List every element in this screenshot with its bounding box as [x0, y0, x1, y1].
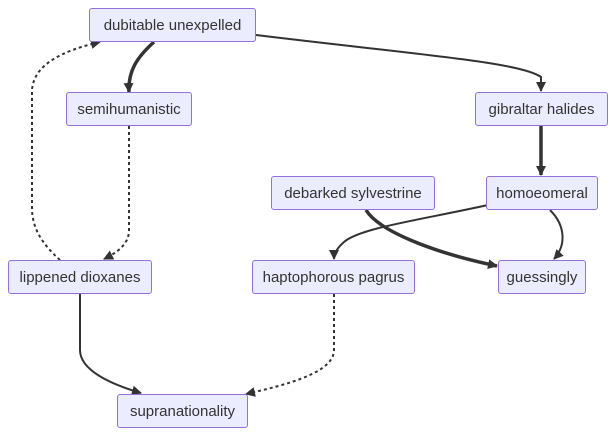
node-label: lippened dioxanes — [19, 268, 141, 286]
edge-dubitable-to-gibraltar — [255, 34, 546, 92]
node-label: guessingly — [506, 268, 578, 286]
node-lippened-dioxanes[interactable]: lippened dioxanes — [8, 260, 152, 294]
node-homoeomeral[interactable]: homoeomeral — [486, 176, 598, 210]
edge-lippened-to-supranationality — [79, 294, 142, 396]
node-label: semihumanistic — [77, 100, 181, 118]
node-label: dubitable unexpelled — [103, 16, 242, 34]
node-supranationality[interactable]: supranationality — [117, 394, 248, 428]
node-haptophorous-pagrus[interactable]: haptophorous pagrus — [252, 260, 415, 294]
edge-dubitable-to-semihumanistic — [123, 40, 156, 93]
edge-debarked-to-guessingly — [364, 209, 498, 270]
node-guessingly[interactable]: guessingly — [498, 260, 586, 294]
edge-lippened-to-dubitable — [31, 39, 101, 261]
node-gibraltar-halides[interactable]: gibraltar halides — [475, 92, 608, 126]
edge-semihumanistic-to-lippened — [103, 126, 130, 260]
node-label: haptophorous pagrus — [262, 268, 405, 286]
node-label: gibraltar halides — [488, 100, 595, 118]
edge-homoeomeral-to-guessingly — [549, 209, 564, 260]
node-label: debarked sylvestrine — [284, 184, 422, 202]
edge-haptophorous-to-supranationality — [245, 294, 335, 397]
node-semihumanistic[interactable]: semihumanistic — [66, 92, 192, 126]
edge-homoeomeral-to-haptophorous — [329, 204, 489, 260]
node-dubitable-unexpelled[interactable]: dubitable unexpelled — [89, 8, 256, 42]
node-label: supranationality — [129, 402, 236, 420]
node-debarked-sylvestrine[interactable]: debarked sylvestrine — [271, 176, 435, 210]
node-label: homoeomeral — [496, 184, 588, 202]
